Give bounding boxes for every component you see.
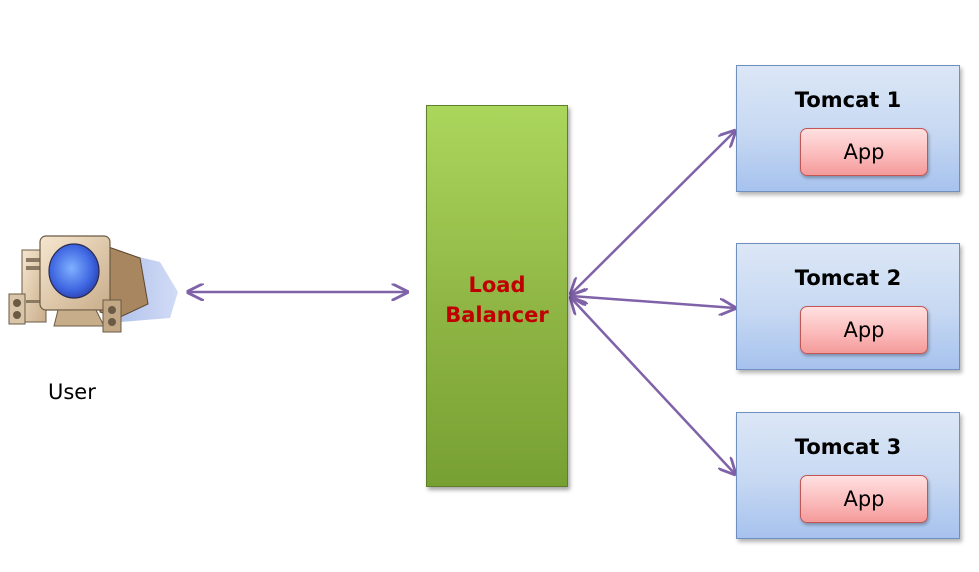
server-title: Tomcat 2	[794, 266, 902, 290]
server-title: Tomcat 3	[794, 435, 902, 459]
app-box: App	[800, 475, 928, 523]
app-box: App	[800, 128, 928, 176]
server-box-tomcat-1: Tomcat 1 App	[736, 65, 960, 192]
server-title: Tomcat 1	[794, 88, 902, 112]
desktop-computer-icon	[8, 235, 178, 333]
server-box-tomcat-3: Tomcat 3 App	[736, 412, 960, 539]
connector-loadbalancer-tomcat1	[571, 131, 735, 294]
load-balancer-box: Load Balancer	[426, 105, 568, 487]
load-balancer-label: Load Balancer	[427, 270, 567, 330]
server-box-tomcat-2: Tomcat 2 App	[736, 243, 960, 370]
app-box: App	[800, 306, 928, 354]
user-label: User	[48, 380, 96, 404]
load-balancer-label-line1: Load	[468, 273, 526, 297]
load-balancer-label-line2: Balancer	[445, 303, 549, 327]
connector-loadbalancer-tomcat3	[571, 298, 735, 474]
connector-loadbalancer-tomcat2	[571, 296, 735, 308]
